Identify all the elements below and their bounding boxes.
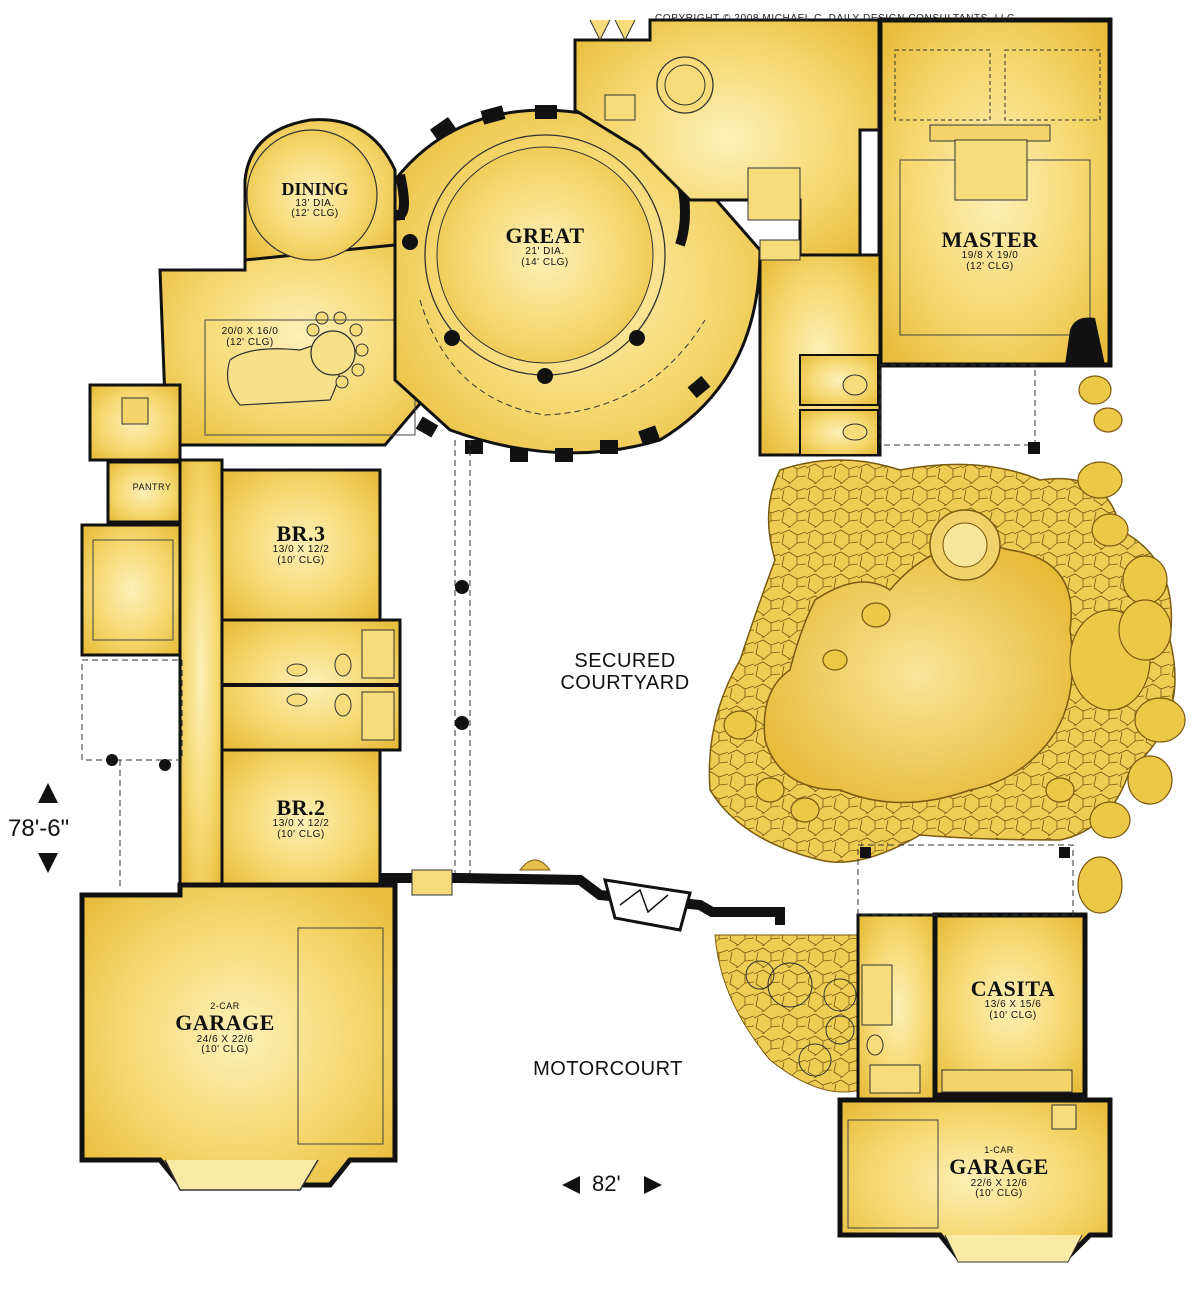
garage1-name: GARAGE [949, 1154, 1049, 1180]
room-garage-2car: 2-CAR GARAGE 24/6 X 22/6 (10' CLG) [175, 1001, 275, 1056]
dining-ceiling: (12' CLG) [291, 208, 339, 220]
br3-size: 13/0 X 12/2 [272, 544, 330, 556]
dining-name: DINING [281, 179, 349, 199]
courtyard-line-2: COURTYARD [560, 672, 690, 694]
room-master: MASTER 19/8 X 19/0 (12' CLG) [941, 228, 1038, 272]
master-suite [573, 17, 1113, 457]
room-great: GREAT 21' DIA. (14' CLG) [505, 224, 584, 268]
right-arrow-icon [644, 1176, 662, 1194]
br2-name: BR.2 [276, 795, 326, 820]
dining-size: 13' DIA. [295, 197, 335, 209]
room-pantry: PANTRY [132, 482, 172, 492]
garage1-prefix: 1-CAR [984, 1145, 1014, 1155]
kitchen-size: 20/0 X 16/0 [221, 326, 279, 337]
casita-size: 13/6 X 15/6 [984, 999, 1042, 1011]
master-size: 19/8 X 19/0 [961, 250, 1019, 262]
down-arrow-icon [38, 853, 58, 873]
motorcourt-label: MOTORCOURT [533, 1058, 683, 1080]
left-arrow-icon [562, 1176, 580, 1194]
br3-ceiling: (10' CLG) [277, 554, 325, 566]
up-arrow-icon [38, 783, 58, 803]
garage2-prefix: 2-CAR [210, 1001, 240, 1011]
garage1-size: 22/6 X 12/6 [970, 1177, 1028, 1189]
room-kitchen: 20/0 X 16/0 (12' CLG) [221, 326, 279, 348]
pantry-name: PANTRY [132, 482, 172, 492]
garage1-ceiling: (10' CLG) [975, 1188, 1023, 1200]
room-br2: BR.2 13/0 X 12/2 (10' CLG) [273, 796, 330, 840]
garage2-size: 24/6 X 22/6 [196, 1033, 254, 1045]
left-wing [80, 118, 442, 892]
garage-2car-shape [79, 882, 398, 1191]
casita-ceiling: (10' CLG) [989, 1009, 1037, 1021]
garage2-ceiling: (10' CLG) [201, 1044, 249, 1056]
width-dimension: 82' [592, 1171, 621, 1196]
depth-dimension: 78'-6" [8, 815, 70, 842]
kitchen-ceiling: (12' CLG) [226, 336, 274, 348]
casita-garage-1car [714, 844, 1113, 1263]
dimension-arrows [38, 783, 662, 1194]
casita-name: CASITA [970, 976, 1056, 1001]
great-size: 21' DIA. [525, 246, 565, 258]
room-casita: CASITA 13/6 X 15/6 (10' CLG) [971, 977, 1056, 1021]
master-name: MASTER [941, 227, 1039, 252]
great-room-shape [393, 105, 762, 462]
master-ceiling: (12' CLG) [966, 260, 1014, 272]
copyright-notice: COPYRIGHT © 2008 MICHAEL C. DAILY DESIGN… [655, 13, 1015, 24]
great-ceiling: (14' CLG) [521, 256, 569, 268]
courtyard-line-1: SECURED [574, 650, 676, 672]
br2-size: 13/0 X 12/2 [272, 818, 330, 830]
room-dining: DINING 13' DIA. (12' CLG) [281, 180, 348, 220]
br2-ceiling: (10' CLG) [277, 828, 325, 840]
secured-courtyard-label: SECURED COURTYARD [560, 650, 689, 694]
great-name: GREAT [505, 223, 585, 248]
br3-name: BR.3 [276, 521, 326, 546]
room-br3: BR.3 13/0 X 12/2 (10' CLG) [273, 522, 330, 566]
garage2-name: GARAGE [175, 1010, 275, 1036]
room-garage-1car: 1-CAR GARAGE 22/6 X 12/6 (10' CLG) [949, 1145, 1049, 1200]
courtyard-frame [380, 440, 785, 932]
pool-garden [708, 375, 1186, 914]
